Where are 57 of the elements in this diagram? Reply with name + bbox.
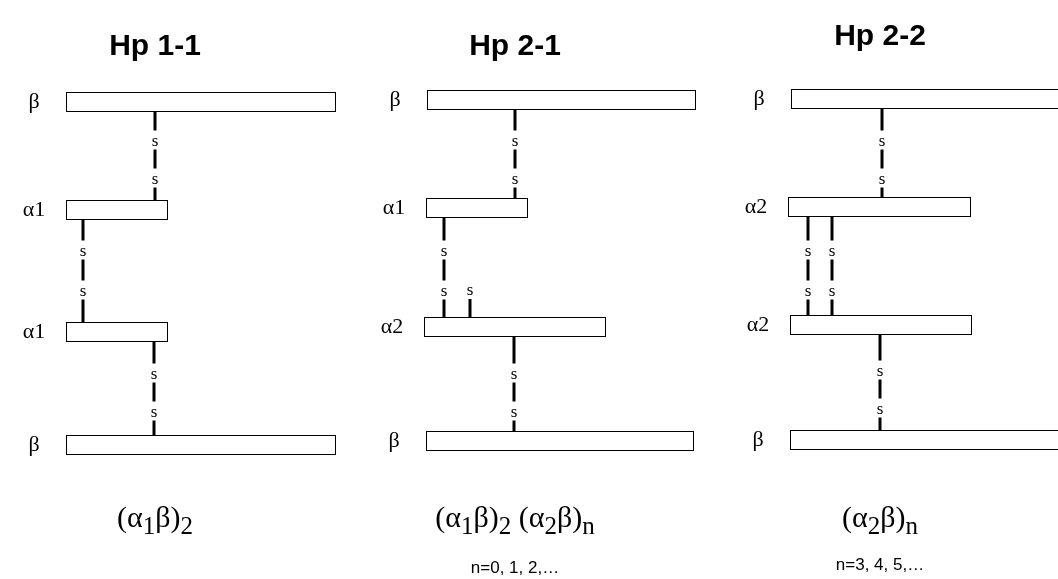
sulfur-label: s xyxy=(440,280,448,300)
sulfur-label: s xyxy=(79,240,87,260)
sulfur-label: s xyxy=(151,130,159,150)
chain-bar xyxy=(426,431,694,451)
sulfur-label: s xyxy=(878,130,886,150)
chain-bar xyxy=(424,317,606,337)
sulfur-label: s xyxy=(510,363,518,383)
chain-label: β xyxy=(752,428,764,450)
chain-bar xyxy=(66,435,336,455)
sulfur-label: s xyxy=(150,363,158,383)
sulfur-label: s xyxy=(440,240,448,260)
chain-bar xyxy=(791,89,1058,109)
chain-label: α1 xyxy=(22,198,46,220)
chain-bar xyxy=(790,430,1058,450)
chain-bar xyxy=(66,200,168,220)
sulfur-label: s xyxy=(804,240,812,260)
chain-label: β xyxy=(28,90,40,112)
chain-label: α2 xyxy=(746,313,770,335)
formula-label: (α$_{1}$β)$_{2}$ (α$_{2}$β)$_{n}$ xyxy=(435,502,595,538)
sulfur-label: s xyxy=(511,168,519,188)
chain-label: β xyxy=(389,88,401,110)
range-note: n=3, 4, 5,… xyxy=(835,555,925,575)
sulfur-label: s xyxy=(79,280,87,300)
disulfide-bond xyxy=(152,342,156,435)
chain-label: α1 xyxy=(382,196,406,218)
sulfur-label: s xyxy=(510,401,518,421)
column-heading: Hp 2-2 xyxy=(834,18,926,52)
chain-bar xyxy=(788,197,971,217)
chain-label: β xyxy=(753,87,765,109)
chain-label: β xyxy=(388,429,400,451)
sulfur-label: s xyxy=(876,360,884,380)
disulfide-bond xyxy=(442,218,446,317)
column-heading: Hp 2-1 xyxy=(469,28,561,62)
chain-bar xyxy=(790,315,972,335)
chain-label: α1 xyxy=(22,320,46,342)
chain-label: α2 xyxy=(380,315,404,337)
chain-bar xyxy=(427,90,696,110)
chain-label: α2 xyxy=(744,195,768,217)
disulfide-bond xyxy=(878,335,882,430)
chain-bar xyxy=(66,322,168,342)
chain-bar xyxy=(426,198,528,218)
sulfur-label: s xyxy=(828,240,836,260)
sulfur-label: s xyxy=(804,280,812,300)
disulfide-bond xyxy=(468,299,472,317)
sulfur-label: s xyxy=(878,168,886,188)
range-note: n=0, 1, 2,… xyxy=(470,558,560,578)
sulfur-label: s xyxy=(151,168,159,188)
sulfur-label: s xyxy=(876,398,884,418)
sulfur-label: s xyxy=(828,280,836,300)
column-heading: Hp 1-1 xyxy=(109,28,201,62)
formula-label: (α$_{2}$β)$_{n}$ xyxy=(842,502,918,538)
chain-label: β xyxy=(28,433,40,455)
disulfide-bond xyxy=(81,220,85,322)
formula-label: (α$_{1}$β)$_{2}$ xyxy=(117,502,193,538)
sulfur-label: s xyxy=(150,401,158,421)
chain-bar xyxy=(66,92,336,112)
sulfur-label: s xyxy=(511,130,519,150)
